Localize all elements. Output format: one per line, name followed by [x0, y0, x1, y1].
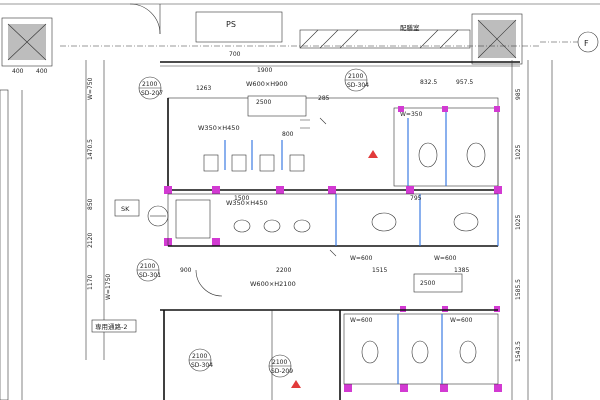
- dim-right-1025-b: 1025: [515, 215, 522, 230]
- warning-icon-1: [368, 150, 378, 158]
- note-900: 900: [180, 267, 192, 274]
- stall-dim-w600-b: W=600: [434, 255, 457, 262]
- dim-400-right: 400: [36, 68, 48, 75]
- door-tag-2: 2100 SD-304: [344, 68, 369, 92]
- dim-1900: 1900: [257, 67, 272, 74]
- grid-bubble-f: F: [540, 31, 599, 53]
- room-label-ps: PS: [226, 20, 236, 29]
- dim-right-1025-a: 1025: [515, 145, 522, 160]
- stall-dim-w600-d: W=600: [450, 317, 473, 324]
- door-tag-4-ref: SD-209: [271, 368, 293, 375]
- door-tag-5: 2100 SD-304: [188, 348, 213, 372]
- column-markers: [164, 106, 502, 392]
- stall-dim-w600-a: W=600: [350, 255, 373, 262]
- dim-795: 795: [410, 195, 422, 202]
- room-label-sk: SK: [121, 205, 130, 213]
- dim-1500: 1500: [234, 195, 249, 202]
- column-top-left: 400 400: [1, 17, 53, 75]
- stall-dim-w600-c: W=600: [350, 317, 373, 324]
- warning-icon-2: [291, 380, 301, 388]
- room-label-corridor: 専用通路-2: [95, 322, 127, 331]
- dim-1385: 1385: [454, 267, 469, 274]
- door-tag-1-ref: SD-207: [141, 90, 163, 97]
- door-tag-2-ref: SD-304: [347, 82, 369, 89]
- dim-2200: 2200: [276, 267, 291, 274]
- dim-left-1170: 1170: [87, 275, 94, 290]
- dim-400-left: 400: [12, 68, 24, 75]
- dim-1263: 1263: [196, 85, 211, 92]
- door-tag-4: 2100 SD-209: [268, 354, 293, 378]
- door-tag-3-code: 2100: [140, 263, 155, 270]
- middle-toilet-block: W=600 W=600 1515 1385: [167, 193, 499, 274]
- dim-700: 700: [229, 51, 241, 58]
- lower-room-dim: 2500: [420, 280, 435, 287]
- dim-right-1585: 1585.5: [515, 279, 522, 300]
- door-tag-5-code: 2100: [192, 353, 207, 360]
- dim-832-5: 832.5: [420, 79, 437, 86]
- dim-800-a: 800: [282, 131, 294, 138]
- door-tag-5-ref: SD-304: [191, 362, 213, 369]
- dim-left-w750: W=750: [87, 77, 94, 100]
- corridor-label: 専用通路-2: [91, 319, 137, 333]
- stall-dim-w350: W=350: [400, 111, 423, 118]
- dim-right-1543: 1543.5: [515, 341, 522, 362]
- window-tag-4: W600×H2100: [250, 280, 296, 288]
- label-kitchen-top: 配膳室: [400, 23, 420, 32]
- dim-left-1470: 1470.5: [87, 139, 94, 160]
- door-tag-3: 2100 SD-301: [136, 258, 161, 282]
- window-tag-3: W350×H450: [226, 199, 268, 207]
- door-tag-3-ref: SD-301: [139, 272, 161, 279]
- dim-left-850: 850: [87, 198, 94, 210]
- upper-room-dim: 2500: [256, 99, 271, 106]
- dim-left-w1750: W=1750: [105, 274, 112, 300]
- door-tag-2-code: 2100: [348, 73, 363, 80]
- dim-left-2120: 2120: [87, 233, 94, 248]
- room-ps: PS: [195, 11, 283, 43]
- window-tag-2: W350×H450: [198, 124, 240, 132]
- door-tag-1-code: 2100: [142, 81, 157, 88]
- dim-right-985: 985: [515, 88, 522, 100]
- window-tag-1: W600×H900: [246, 80, 288, 88]
- dim-1515: 1515: [372, 267, 387, 274]
- door-tag-1: 2100 SD-207: [138, 76, 163, 100]
- grid-label-f: F: [584, 39, 589, 48]
- door-tag-4-code: 2100: [272, 359, 287, 366]
- dim-285: 285: [318, 95, 330, 102]
- lower-toilet-block: W=600 W=600 2500: [343, 273, 499, 385]
- dim-957-5: 957.5: [456, 79, 473, 86]
- upper-toilet-block: 2500 800 W=350: [167, 95, 499, 191]
- room-sk: SK: [114, 199, 169, 227]
- column-top-right: [471, 13, 523, 65]
